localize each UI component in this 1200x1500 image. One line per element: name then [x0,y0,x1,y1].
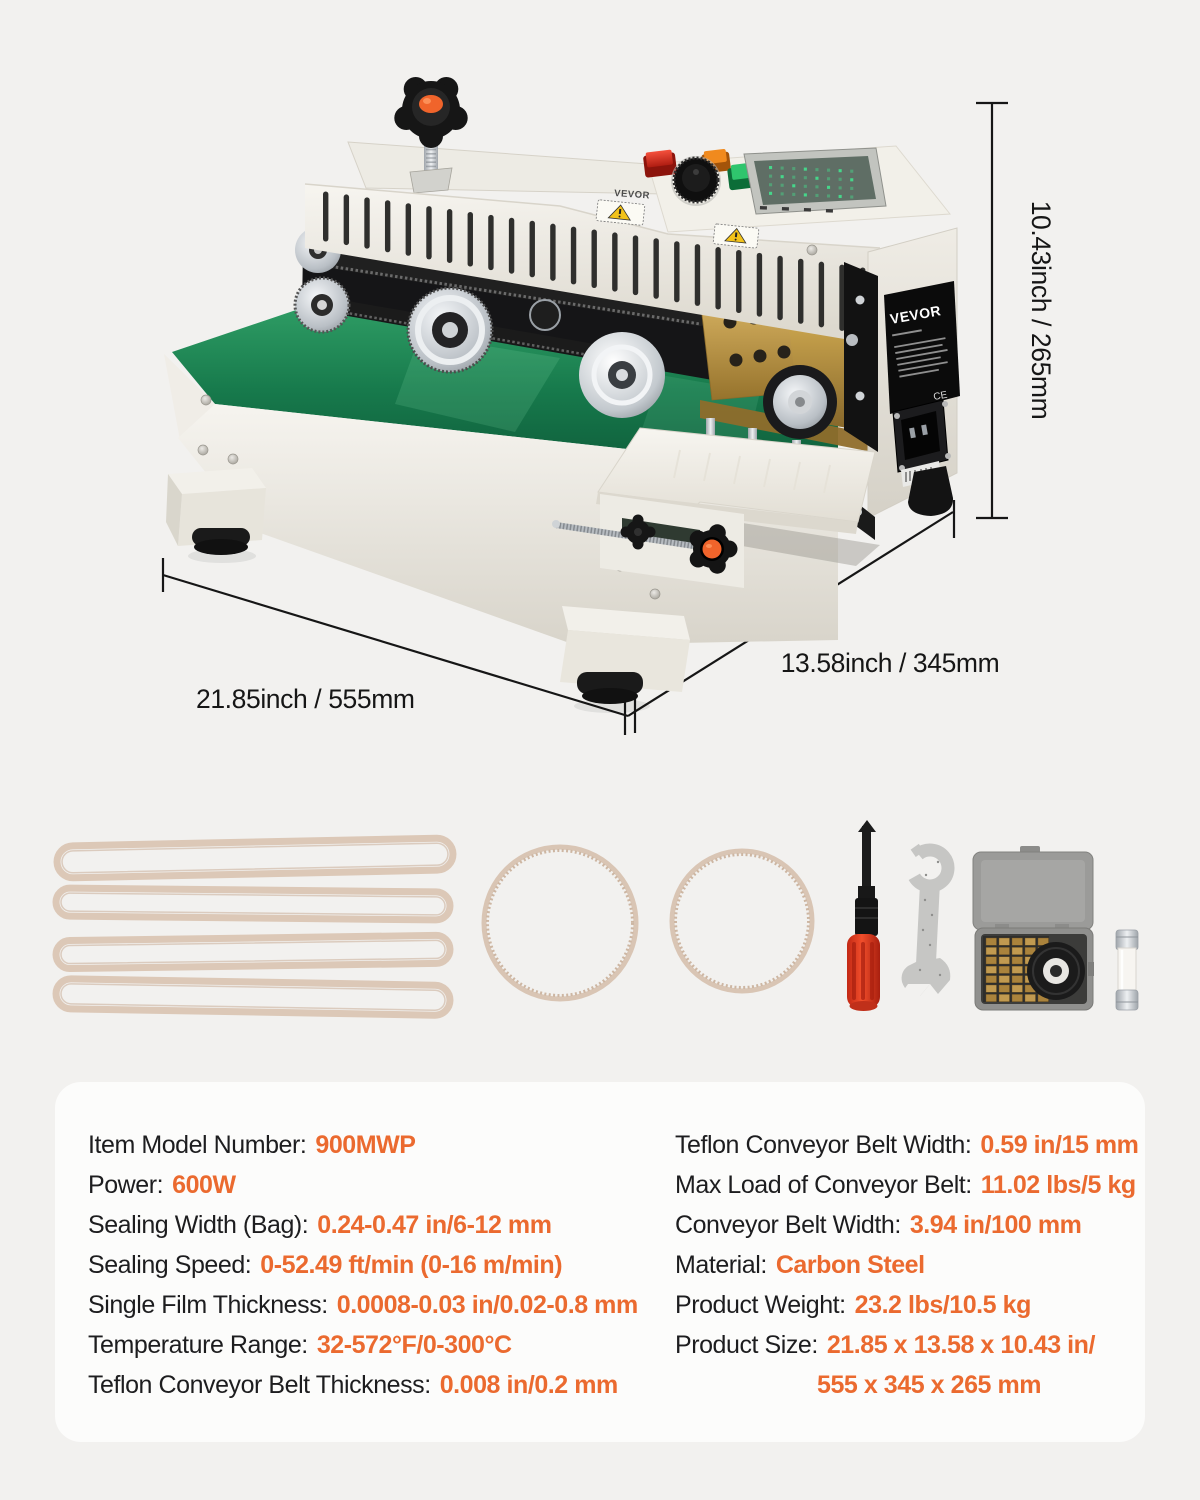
drive-belt-1 [481,844,639,1002]
sealer-machine: VEVOR [164,77,960,713]
spec-label: Max Load of Conveyor Belt: [675,1171,972,1199]
spec-row: Product Size: 21.85 x 13.58 x 10.43 in/ [675,1325,1138,1365]
table-lock-knob [689,524,738,574]
spec-label: Teflon Conveyor Belt Width: [675,1131,972,1159]
spec-value: 0.24-0.47 in/6-12 mm [317,1211,552,1239]
teflon-belt-3 [52,931,454,973]
spec-row: Teflon Conveyor Belt Width: 0.59 in/15 mm [675,1125,1139,1165]
spec-row: Item Model Number: 900MWP [88,1125,638,1165]
spec-row: Single Film Thickness: 0.0008-0.03 in/0.0… [88,1285,638,1325]
ce-mark: CE [933,390,949,403]
spec-row: Product Weight: 23.2 lbs/10.5 kg [675,1285,1138,1325]
height-dimension-label: 10.43inch / 265mm [1026,201,1056,420]
guide-adjust-rod [552,514,701,550]
spec-label: Product Weight: [675,1291,846,1319]
brand-logo-top: VEVOR [614,188,650,201]
specs-panel: Item Model Number: 900MWP Power: 600W Seal… [55,1082,1145,1442]
spec-value: 900MWP [315,1131,416,1159]
spec-value: 32-572°F/0-300°C [316,1331,512,1359]
dimension-annotations [161,101,1008,735]
spec-label: Power: [88,1171,164,1199]
spec-row: Teflon Conveyor Belt Thickness: 0.008 in/… [88,1365,638,1405]
spec-row: Conveyor Belt Width: 3.94 in/100 mm [675,1205,1138,1245]
spec-label: Teflon Conveyor Belt Thickness: [88,1371,431,1399]
spec-value: 0.0008-0.03 in/0.02-0.8 mm [336,1291,638,1319]
speed-control-knob [671,156,721,206]
height-dimension-line [976,101,1008,520]
spec-value: 21.85 x 13.58 x 10.43 in/ [826,1331,1096,1359]
spec-value: 23.2 lbs/10.5 kg [854,1291,1032,1319]
spec-value: 3.94 in/100 mm [909,1211,1082,1239]
width-dimension-label: 21.85inch / 555mm [196,684,415,714]
accessories [52,820,1139,1019]
power-switch-red [643,149,677,178]
pressure-adjust-knob [394,77,468,194]
spec-value: Carbon Steel [775,1251,925,1279]
spec-value: 600W [172,1171,236,1199]
machine-top-lid [347,141,665,195]
spec-label: Item Model Number: [88,1131,307,1159]
stamp-kit-box [972,846,1094,1011]
temperature-controller-display [743,147,887,215]
teflon-belt-4 [52,975,454,1019]
spec-value: 0-52.49 ft/min (0-16 m/min) [260,1251,563,1279]
spec-row: Sealing Width (Bag): 0.24-0.47 in/6-12 mm [88,1205,638,1245]
spanner-wrench [898,843,955,1008]
spec-value: 11.02 lbs/5 kg [980,1171,1136,1199]
vented-front-panel [304,183,881,345]
spec-row-continuation: 555 x 345 x 265 mm [675,1365,1138,1405]
machine-side-cabinet: VEVOR CE [837,227,960,540]
spec-row: Material: Carbon Steel [675,1245,1138,1285]
spec-row: Power: 600W [88,1165,638,1205]
machine-foot-rear [908,466,954,516]
depth-dimension-label: 13.58inch / 345mm [781,648,1000,678]
power-socket [892,399,951,473]
warning-label-icon [712,223,760,249]
brand-spec-label: VEVOR CE [884,281,960,414]
spec-label: Sealing Width (Bag): [88,1211,309,1239]
drive-belt-2 [669,848,815,994]
specs-column-left: Item Model Number: 900MWP Power: 600W Seal… [88,1125,638,1405]
specs-column-right: Teflon Conveyor Belt Width: 0.59 in/15 mm… [675,1125,1139,1405]
spec-row: Sealing Speed: 0-52.49 ft/min (0-16 m/min… [88,1245,638,1285]
teflon-belt-2 [52,884,454,924]
work-table [552,427,880,588]
spec-label: Sealing Speed: [88,1251,252,1279]
spec-label: Product Size: [675,1331,818,1359]
screwdriver [847,820,880,1011]
spec-row: Max Load of Conveyor Belt: 11.02 lbs/5 kg [675,1165,1138,1205]
width-dimension-line [161,558,637,735]
teflon-belt-1 [53,834,457,882]
spec-value: 555 x 345 x 265 mm [817,1371,1042,1399]
machine-feet [166,468,690,713]
spec-label: Material: [675,1251,767,1279]
warning-label-icon [595,199,646,226]
spec-label: Single Film Thickness: [88,1291,328,1319]
spec-label: Temperature Range: [88,1331,308,1359]
spec-label: Conveyor Belt Width: [675,1211,901,1239]
fuse [1115,929,1139,1011]
spec-value: 0.008 in/0.2 mm [439,1371,619,1399]
spec-row: Temperature Range: 32-572°F/0-300°C [88,1325,638,1365]
spec-value: 0.59 in/15 mm [980,1131,1139,1159]
